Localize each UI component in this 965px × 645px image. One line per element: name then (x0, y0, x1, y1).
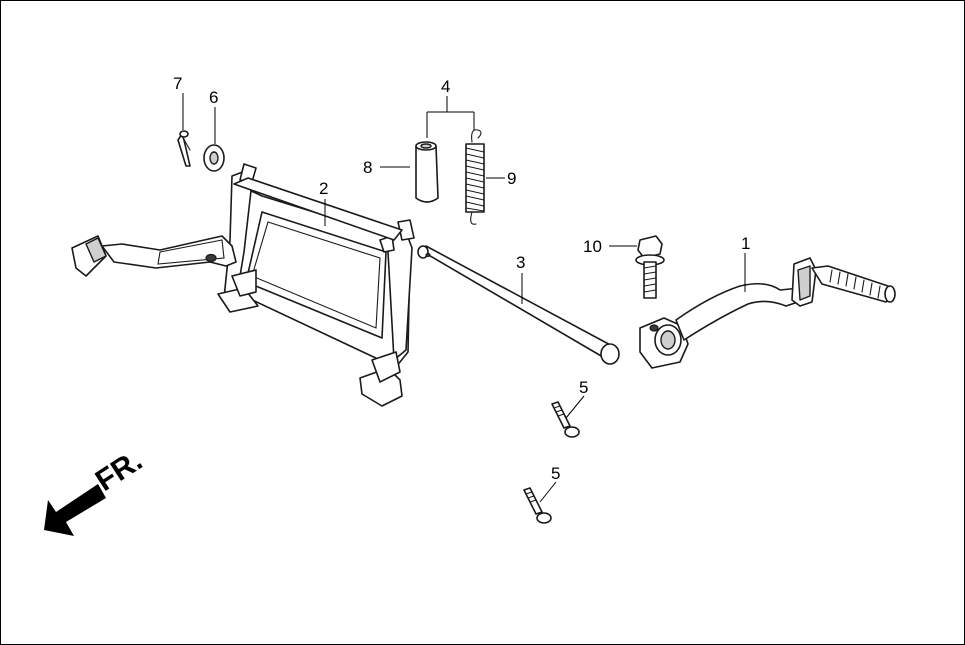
collar (415, 141, 439, 203)
callout-5-upper: 5 (579, 378, 588, 397)
callout-labels: 1 2 3 4 5 5 6 7 8 9 10 (173, 74, 750, 483)
callout-2: 2 (319, 179, 328, 198)
front-direction-indicator: FR. (44, 444, 148, 536)
small-bolt-upper (551, 401, 580, 438)
kick-starter-arm (639, 257, 896, 369)
pivot-shaft (417, 245, 620, 365)
cotter-pin (177, 130, 191, 167)
flange-bolt (635, 235, 665, 299)
main-stand (71, 163, 415, 407)
callout-8: 8 (363, 158, 372, 177)
front-arrow-icon (44, 484, 106, 536)
callout-1: 1 (741, 234, 750, 253)
washer (203, 144, 225, 172)
callout-3: 3 (516, 253, 525, 272)
spring (465, 129, 485, 225)
callout-10: 10 (583, 237, 602, 256)
callout-7: 7 (173, 74, 182, 93)
callout-4: 4 (441, 77, 450, 96)
small-bolt-lower (523, 487, 552, 524)
callout-9: 9 (507, 169, 516, 188)
callout-6: 6 (209, 88, 218, 107)
callout-5-lower: 5 (551, 464, 560, 483)
leader-lines (182, 93, 746, 503)
